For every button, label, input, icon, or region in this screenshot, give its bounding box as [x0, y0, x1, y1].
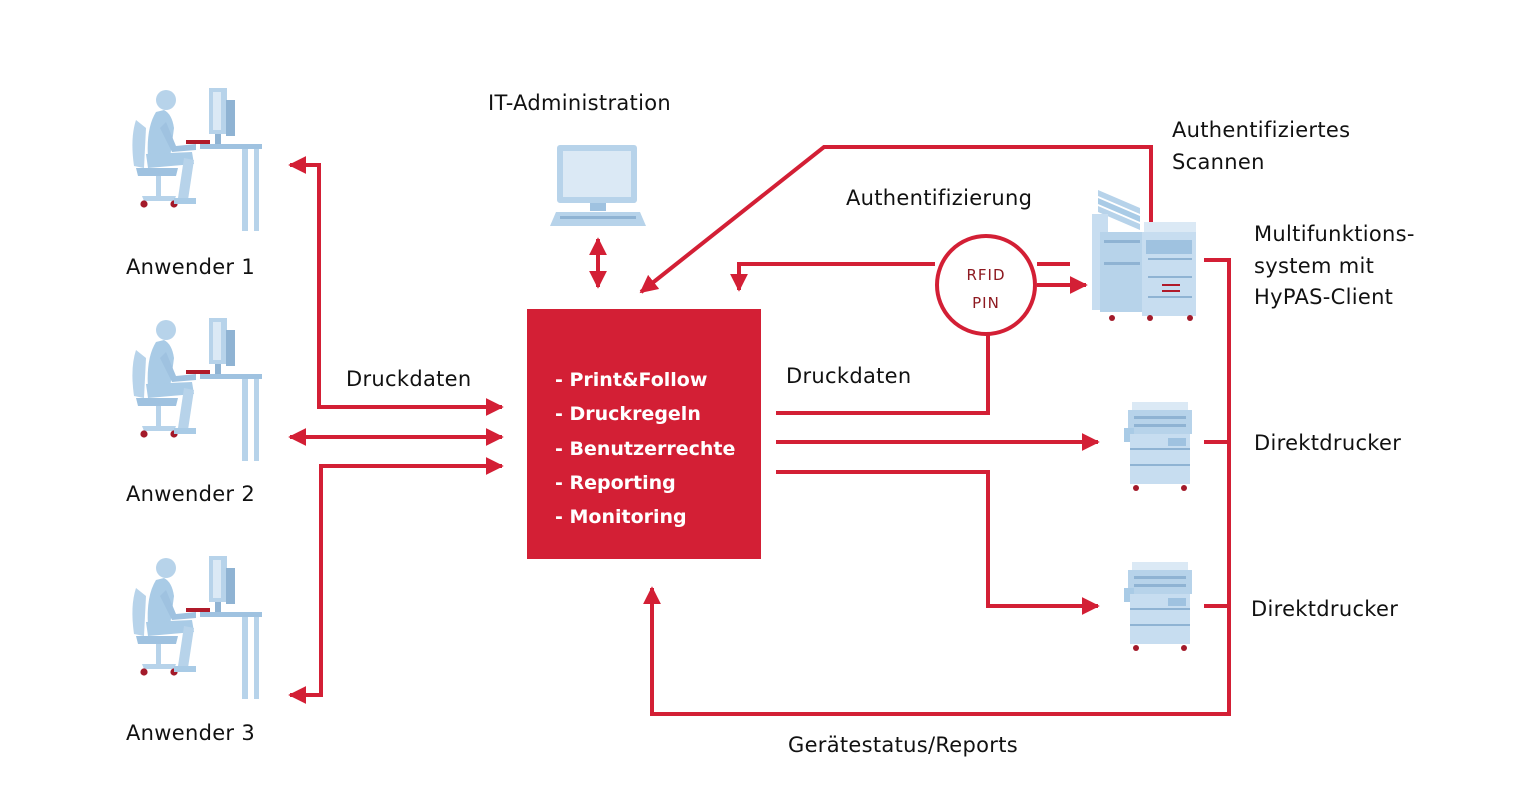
pin-label: PIN — [972, 294, 1000, 312]
rfid-pin-text: RFID PIN — [935, 234, 1037, 336]
mfp-label-line1: Multifunktions- — [1254, 222, 1415, 246]
print-server-feature-list: - Print&Follow - Druckregeln - Benutzerr… — [527, 309, 761, 559]
user-2-label: Anwender 2 — [126, 482, 255, 506]
connector-scan-server — [639, 145, 1153, 294]
connector-user3-server — [288, 457, 504, 704]
user-1-workstation-icon — [132, 88, 262, 231]
mfp-label-line2: system mit — [1254, 254, 1375, 278]
printer-1-label: Direktdrucker — [1254, 431, 1402, 455]
auth-scan-label-line1: Authentifiziertes — [1172, 118, 1351, 142]
user-1-label: Anwender 1 — [126, 255, 255, 279]
user-3-workstation-icon — [132, 556, 262, 699]
connector-user1-server — [288, 156, 504, 416]
connector-authentication — [730, 262, 935, 292]
user-3-label: Anwender 3 — [126, 721, 255, 745]
feature-benutzerrechte: - Benutzerrechte — [555, 437, 736, 460]
computer-monitor-icon — [550, 145, 646, 226]
feature-print-follow: - Print&Follow — [555, 369, 708, 391]
printer-1-icon — [1124, 402, 1192, 491]
print-server-box — [527, 309, 761, 559]
feature-monitoring: - Monitoring — [555, 506, 687, 529]
admin-label: IT-Administration — [488, 91, 671, 115]
device-status-label: Gerätestatus/Reports — [788, 733, 1019, 757]
connector-server-printer2 — [776, 470, 1100, 615]
user-2-workstation-icon — [132, 318, 262, 461]
druckdaten-right-label: Druckdaten — [786, 364, 912, 388]
feature-reporting: - Reporting — [555, 471, 676, 494]
mfp-label-line3: HyPAS-Client — [1254, 285, 1394, 309]
rfid-label: RFID — [966, 266, 1006, 284]
druckdaten-left-label: Druckdaten — [346, 367, 472, 391]
authentication-label: Authentifizierung — [846, 186, 1033, 210]
feature-druckregeln: - Druckregeln — [555, 403, 701, 426]
multifunction-printer-icon — [1092, 190, 1196, 321]
printer-2-icon — [1124, 562, 1192, 651]
auth-scan-label-line2: Scannen — [1172, 150, 1265, 174]
printer-2-label: Direktdrucker — [1251, 597, 1399, 621]
connector-status-reports — [643, 258, 1231, 716]
connector-server-rfid — [776, 334, 990, 415]
